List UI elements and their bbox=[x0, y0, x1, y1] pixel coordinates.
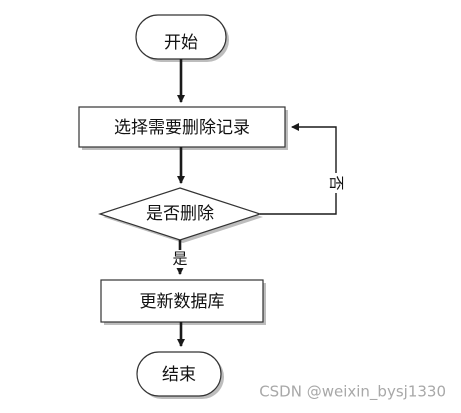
no-edge-label-text: 否 bbox=[328, 175, 346, 190]
start-node: 开始 bbox=[135, 14, 229, 62]
select-record-node: 选择需要删除记录 bbox=[78, 106, 288, 150]
decision-label: 是否删除 bbox=[146, 204, 214, 224]
watermark-text: CSDN @weixin_bysj1330 bbox=[259, 383, 446, 402]
end-node-label: 结束 bbox=[162, 365, 196, 385]
yes-label-backdrop bbox=[170, 250, 190, 268]
start-node-label: 开始 bbox=[164, 33, 198, 53]
end-node: 结束 bbox=[136, 351, 224, 399]
decision-node: 是否删除 bbox=[98, 187, 263, 243]
update-database-label: 更新数据库 bbox=[140, 292, 225, 312]
no-label-backdrop bbox=[328, 173, 344, 193]
arrow-no-loop-back bbox=[260, 123, 337, 215]
yes-edge-label: 是 bbox=[172, 250, 187, 268]
select-record-label: 选择需要删除记录 bbox=[114, 118, 250, 138]
update-database-node: 更新数据库 bbox=[100, 279, 266, 325]
